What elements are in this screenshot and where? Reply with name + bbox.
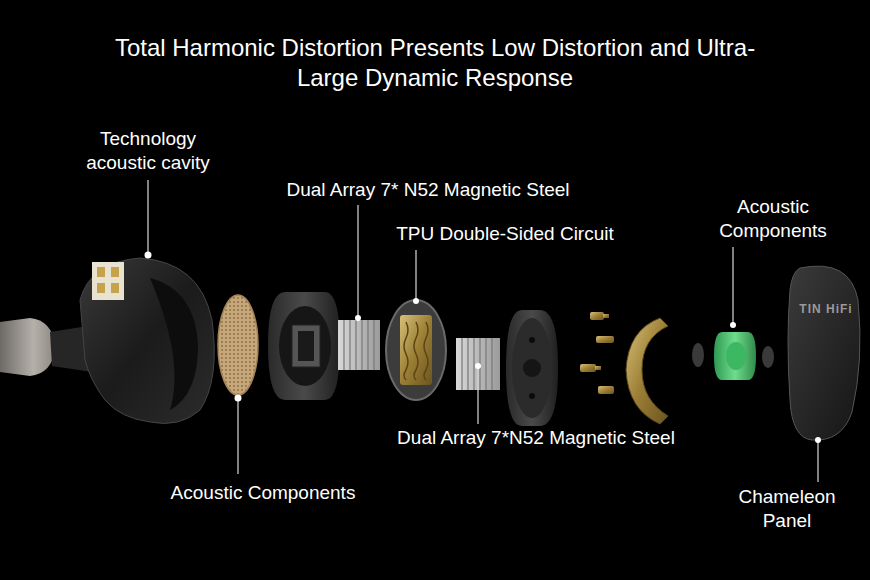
part-label: Acoustic Components <box>708 195 838 243</box>
part-label: TPU Double-Sided Circuit <box>396 222 614 246</box>
part-label: Acoustic Components <box>171 481 356 505</box>
part-label: Technology acoustic cavity <box>73 127 223 175</box>
part-label: Dual Array 7*N52 Magnetic Steel <box>397 426 675 450</box>
part-label: Dual Array 7* N52 Magnetic Steel <box>286 178 569 202</box>
part-label: Chameleon Panel <box>732 485 842 533</box>
brand-mark: TIN HiFi <box>799 302 852 316</box>
diagram-title: Total Harmonic Distortion Presents Low D… <box>105 33 765 93</box>
